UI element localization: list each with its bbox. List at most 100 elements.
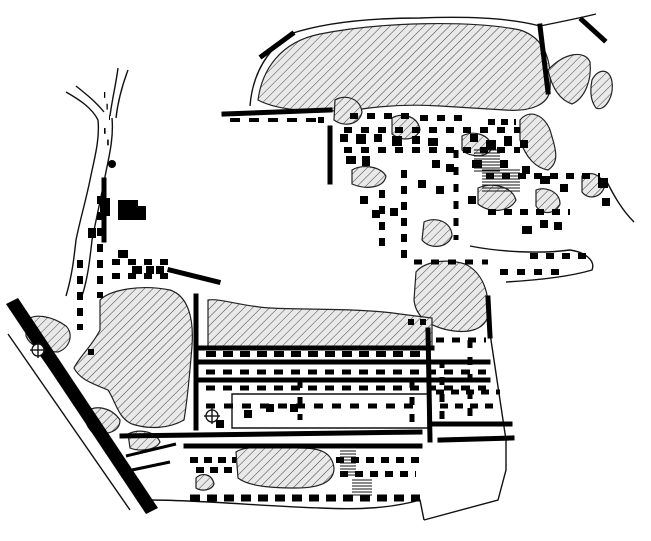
building-block <box>415 471 416 477</box>
building-block <box>257 369 266 375</box>
building-block <box>451 389 459 395</box>
building-block <box>488 119 495 125</box>
room-block <box>390 208 398 216</box>
building-block <box>242 403 251 409</box>
building-block <box>408 319 414 325</box>
inner-diagonal-wall <box>36 346 132 474</box>
room-block <box>346 156 356 164</box>
room-block <box>486 140 496 150</box>
building-block <box>377 494 387 502</box>
building-block <box>344 147 352 153</box>
building-block <box>297 397 303 405</box>
building-block <box>393 369 402 375</box>
building-block <box>401 234 407 242</box>
room-block <box>470 134 478 142</box>
room-block <box>418 180 426 188</box>
room-block <box>290 404 298 412</box>
building-block <box>376 369 385 375</box>
building-block <box>344 127 352 133</box>
building-block <box>107 139 109 146</box>
building-block <box>77 276 83 284</box>
building-block <box>436 389 444 395</box>
building-block <box>204 457 212 463</box>
building-block <box>480 127 488 133</box>
room-block <box>216 420 224 428</box>
room-block <box>598 178 608 188</box>
building-block <box>144 259 152 265</box>
building-block <box>325 369 334 375</box>
building-block <box>436 337 444 343</box>
wall-south-stub <box>125 442 177 458</box>
wall-plaza-north <box>166 266 222 286</box>
wall-south-long <box>119 429 423 439</box>
building-block <box>401 113 409 119</box>
wall-northeast-corner <box>578 16 608 44</box>
building-block <box>325 385 334 391</box>
room-block <box>500 160 508 168</box>
building-block <box>446 127 454 133</box>
building-block <box>385 471 393 477</box>
building-block <box>420 115 428 121</box>
building-block <box>534 173 542 179</box>
building-block <box>109 115 110 120</box>
wall-south-stub-2 <box>131 460 171 472</box>
central-north-strip <box>207 299 433 349</box>
building-block <box>497 147 505 153</box>
building-block <box>534 269 542 275</box>
building-block <box>240 369 249 375</box>
room-block <box>522 226 532 234</box>
room-block <box>118 200 138 220</box>
building-block <box>455 403 463 409</box>
building-block <box>504 209 512 215</box>
room-block <box>540 220 548 228</box>
west-courtyard <box>73 287 193 429</box>
building-block <box>128 273 136 279</box>
building-block <box>582 173 590 179</box>
south-patch <box>195 474 215 491</box>
building-block <box>359 351 369 357</box>
building-block <box>551 269 559 275</box>
west-street-left <box>7 333 131 511</box>
east-edge-line <box>423 319 507 521</box>
building-block <box>578 253 586 259</box>
building-block <box>314 403 323 409</box>
wall-north-east <box>537 23 551 95</box>
room-block <box>372 210 380 218</box>
building-block <box>448 259 456 265</box>
room-block <box>360 196 368 204</box>
building-block <box>308 351 318 357</box>
room-block <box>432 160 440 168</box>
building-block <box>467 340 473 348</box>
building-block <box>404 403 413 409</box>
building-block <box>342 369 351 375</box>
building-block <box>291 351 301 357</box>
building-block <box>501 119 508 125</box>
building-block <box>359 369 368 375</box>
building-block <box>296 403 305 409</box>
room-block <box>88 228 96 238</box>
building-block <box>378 127 386 133</box>
building-block <box>514 147 520 153</box>
building-block <box>566 173 574 179</box>
building-block <box>97 260 103 268</box>
building-block <box>342 351 352 357</box>
room-block <box>468 196 476 204</box>
building-block <box>439 394 445 402</box>
building-block <box>249 118 259 122</box>
building-block <box>206 369 215 375</box>
building-block <box>453 167 459 175</box>
building-block <box>427 351 430 357</box>
room-block <box>560 184 568 192</box>
building-block <box>439 377 445 385</box>
building-block <box>514 127 520 133</box>
room-block <box>428 138 438 146</box>
building-block <box>488 209 496 215</box>
building-block <box>206 351 216 357</box>
building-block <box>453 218 459 226</box>
building-block <box>439 411 445 419</box>
room-block <box>540 176 550 184</box>
plaza-small-4 <box>351 166 387 188</box>
wall-north-ridge <box>258 30 296 60</box>
well-symbol-west <box>30 342 46 358</box>
building-block <box>401 186 407 194</box>
